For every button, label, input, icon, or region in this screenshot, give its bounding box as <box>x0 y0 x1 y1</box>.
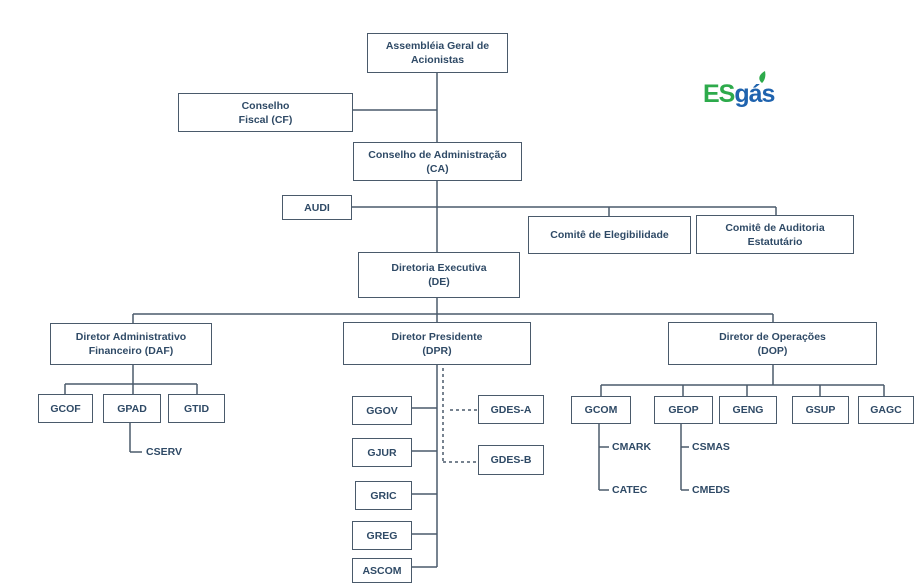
label-cserv: CSERV <box>146 446 182 458</box>
box-gagc: GAGC <box>858 396 914 424</box>
box-conselho-administracao: Conselho de Administração (CA) <box>353 142 522 181</box>
label-cmark: CMARK <box>612 441 652 453</box>
label-cmeds: CMEDS <box>692 484 730 496</box>
box-diretoria-executiva: Diretoria Executiva (DE) <box>358 252 520 298</box>
box-gsup: GSUP <box>792 396 849 424</box>
box-gric: GRIC <box>355 481 412 510</box>
box-greg: GREG <box>352 521 412 550</box>
box-ggov: GGOV <box>352 396 412 425</box>
box-audi: AUDI <box>282 195 352 220</box>
box-assembleia-geral: Assembléia Geral de Acionistas <box>367 33 508 73</box>
box-conselho-fiscal: Conselho Fiscal (CF) <box>178 93 353 132</box>
box-diretor-operacoes: Diretor de Operações (DOP) <box>668 322 877 365</box>
esgas-logo: ESgás <box>703 80 775 108</box>
box-comite-auditoria: Comitê de Auditoria Estatutário <box>696 215 854 254</box>
box-gjur: GJUR <box>352 438 412 467</box>
box-geng: GENG <box>719 396 777 424</box>
box-gcof: GCOF <box>38 394 93 423</box>
box-ascom: ASCOM <box>352 558 412 583</box>
box-gpad: GPAD <box>103 394 161 423</box>
box-geop: GEOP <box>654 396 713 424</box>
box-gcom: GCOM <box>571 396 631 424</box>
box-comite-elegibilidade: Comitê de Elegibilidade <box>528 216 691 254</box>
box-diretor-presidente: Diretor Presidente (DPR) <box>343 322 531 365</box>
label-csmas: CSMAS <box>692 441 730 453</box>
leaf-icon <box>759 71 766 83</box>
box-diretor-administrativo: Diretor Administrativo Financeiro (DAF) <box>50 323 212 365</box>
label-catec: CATEC <box>612 484 648 496</box>
box-gdes-b: GDES-B <box>478 445 544 475</box>
box-gdes-a: GDES-A <box>478 395 544 424</box>
box-gtid: GTID <box>168 394 225 423</box>
